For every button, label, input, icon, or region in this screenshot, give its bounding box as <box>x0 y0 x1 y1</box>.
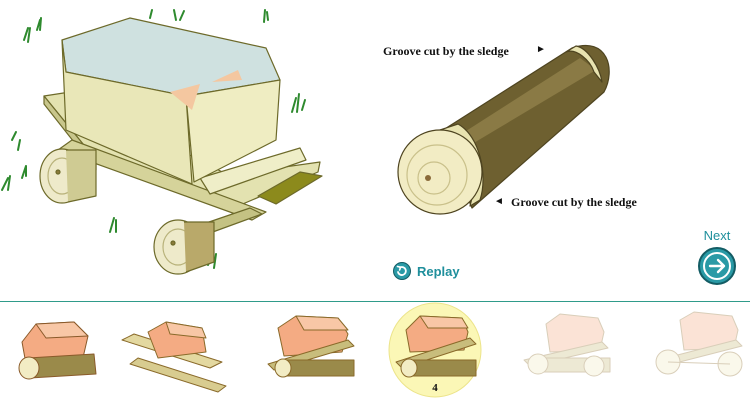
stone-on-sledge-thumbnail <box>121 321 227 393</box>
step-thumbnail-2[interactable] <box>118 302 228 400</box>
sledge-on-log-thumbnail <box>267 315 355 378</box>
replay-button[interactable]: Replay <box>393 262 460 280</box>
illustration-stage <box>1 9 736 285</box>
step-thumbnail-5[interactable] <box>516 302 612 400</box>
cart-thumbnail <box>523 313 611 377</box>
wheeled-cart-thumbnail <box>655 311 743 377</box>
replay-label: Replay <box>417 263 460 279</box>
step-thumbnail-1[interactable] <box>10 302 100 400</box>
groove-caption-bottom: Groove cut by the sledge <box>511 195 637 209</box>
grooved-log-illustration <box>397 45 610 215</box>
step-thumbnail-3[interactable] <box>262 302 362 400</box>
sledge-with-stone-illustration <box>39 17 323 275</box>
current-step-thumbnail <box>388 302 482 398</box>
stone-on-log-thumbnail <box>18 321 97 380</box>
next-arrow-icon[interactable] <box>698 247 736 285</box>
step-thumbnail-6[interactable] <box>648 302 744 400</box>
next-label: Next <box>703 228 731 243</box>
pointer-right-icon: ► <box>536 44 546 55</box>
current-step-number: 4 <box>432 382 438 394</box>
groove-caption-top: Groove cut by the sledge <box>383 44 509 58</box>
step-filmstrip: 4 <box>0 302 750 400</box>
replay-icon <box>393 262 411 280</box>
pointer-left-icon: ◄ <box>494 196 504 207</box>
next-button[interactable]: Next <box>696 228 738 247</box>
step-thumbnail-4[interactable]: 4 <box>388 302 482 400</box>
filmstrip-divider <box>0 301 750 302</box>
